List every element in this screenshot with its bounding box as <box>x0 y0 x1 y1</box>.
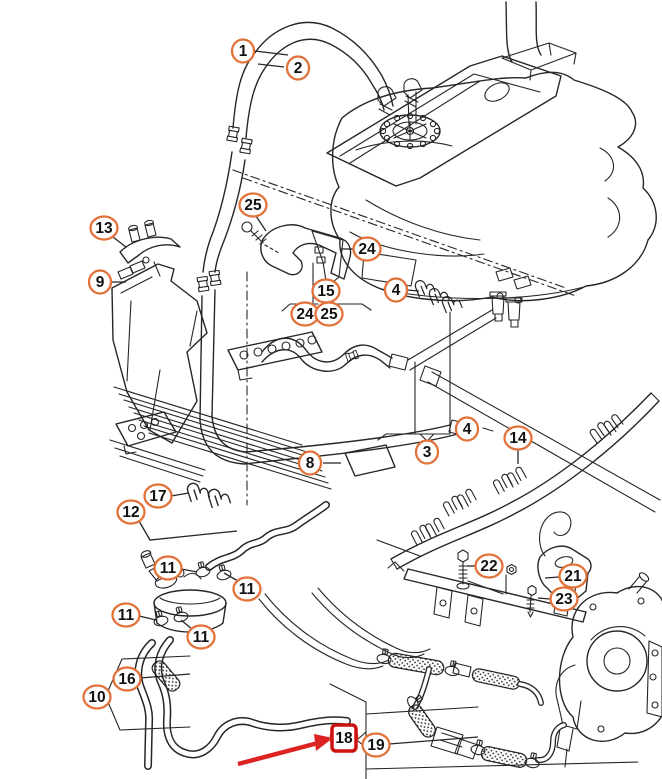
screw-25 <box>241 221 280 254</box>
fuel-filter-assembly <box>134 501 351 770</box>
callout-25[interactable]: 25 <box>238 192 268 232</box>
highlight-arrow <box>237 734 333 767</box>
callout-16[interactable]: 16 <box>112 666 191 692</box>
small-perforated-plate <box>115 411 177 455</box>
svg-text:19: 19 <box>367 737 385 754</box>
callout-11[interactable]: 11 <box>153 555 198 581</box>
callout-4[interactable]: 4 <box>383 277 420 303</box>
callout-22[interactable]: 22 <box>467 553 504 579</box>
guide-rail-14 <box>390 392 660 570</box>
callout-23[interactable]: 23 <box>537 586 579 612</box>
svg-text:21: 21 <box>564 568 582 585</box>
svg-text:8: 8 <box>306 455 315 472</box>
svg-text:12: 12 <box>122 504 139 521</box>
callout-11[interactable]: 11 <box>180 619 216 650</box>
ribbed-underbody-panel <box>109 331 332 490</box>
callout-14[interactable]: 14 <box>503 425 533 465</box>
pump-flange <box>379 91 441 150</box>
bolt-22 <box>456 549 517 590</box>
svg-text:11: 11 <box>118 607 135 624</box>
svg-text:17: 17 <box>149 488 166 505</box>
callout-8[interactable]: 8 <box>297 450 341 476</box>
callout-3[interactable]: 3 <box>414 439 440 465</box>
grommet-bracket-13 <box>119 219 181 277</box>
svg-text:14: 14 <box>509 430 527 447</box>
callout-10[interactable]: 10 <box>82 684 112 710</box>
callout-19[interactable]: 19 <box>361 732 479 758</box>
fuel-tank <box>330 71 657 304</box>
callout-1[interactable]: 1 <box>230 38 289 64</box>
svg-text:11: 11 <box>160 560 177 577</box>
callout-2[interactable]: 2 <box>257 55 311 81</box>
mounting-rail <box>387 561 587 627</box>
callout-21[interactable]: 21 <box>544 563 588 589</box>
callout-18-highlighted[interactable]: 18 <box>329 723 359 753</box>
callout-4[interactable]: 4 <box>454 416 480 442</box>
pipe-clips-17 <box>185 478 232 510</box>
svg-text:13: 13 <box>95 220 113 237</box>
callout-11[interactable]: 11 <box>111 602 157 628</box>
svg-text:4: 4 <box>463 421 472 438</box>
svg-text:11: 11 <box>193 629 210 646</box>
svg-text:9: 9 <box>96 274 105 291</box>
callout-9[interactable]: 9 <box>87 269 126 295</box>
svg-text:4: 4 <box>392 282 401 299</box>
svg-text:25: 25 <box>244 197 262 214</box>
callout-24[interactable]: 24 <box>290 301 320 327</box>
callout-25[interactable]: 25 <box>314 301 344 327</box>
engine-side-assembly <box>375 511 662 770</box>
fuel-supply-lines <box>196 21 661 513</box>
svg-text:3: 3 <box>423 444 432 461</box>
svg-text:1: 1 <box>239 43 248 60</box>
callout-12[interactable]: 12 <box>116 499 238 541</box>
tank-bracket-rail <box>326 42 577 187</box>
svg-text:11: 11 <box>239 581 256 598</box>
fuel-hoses-18-19 <box>375 647 567 770</box>
diagram-line-art <box>107 1 662 779</box>
svg-text:18: 18 <box>335 730 353 747</box>
callout-13[interactable]: 13 <box>89 215 127 248</box>
heat-shield <box>111 256 208 444</box>
svg-text:10: 10 <box>88 689 105 706</box>
callout-17[interactable]: 17 <box>143 483 190 509</box>
svg-text:23: 23 <box>555 591 573 608</box>
fuel-pump <box>555 572 662 768</box>
highlight-box <box>330 723 358 753</box>
screw-23 <box>526 584 537 618</box>
svg-text:24: 24 <box>296 306 314 323</box>
perforated-bracket <box>227 331 323 381</box>
svg-text:22: 22 <box>480 558 497 575</box>
rubber-pad-8 <box>344 444 396 477</box>
svg-text:24: 24 <box>358 241 376 258</box>
svg-text:16: 16 <box>118 671 136 688</box>
pipe-couplers <box>489 291 523 328</box>
callout-15[interactable]: 15 <box>311 278 341 304</box>
inline-valve <box>430 726 479 760</box>
callout-24[interactable]: 24 <box>341 236 382 262</box>
svg-text:15: 15 <box>317 283 335 300</box>
svg-text:2: 2 <box>294 60 303 77</box>
callout-11[interactable]: 11 <box>223 572 262 602</box>
svg-text:25: 25 <box>320 306 338 323</box>
filler-neck <box>505 1 542 63</box>
